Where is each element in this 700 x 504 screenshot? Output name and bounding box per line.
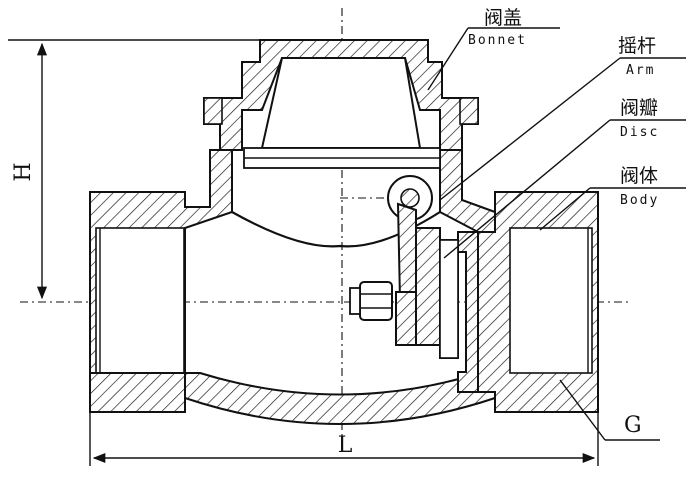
disc [349,227,459,359]
arm [340,175,433,301]
arm-label-cn: 摇杆 [618,35,656,57]
body-label-cn: 阀体 [620,165,658,187]
disc-label-en: Disc [620,125,659,140]
bonnet-label-cn: 阀盖 [484,7,522,29]
length-dimension: L [89,408,599,466]
height-label: H [11,162,36,181]
length-label: L [338,433,353,458]
bonnet [203,39,479,169]
leader-lines [427,27,686,441]
thread-label: G [624,413,642,438]
bonnet-label-en: Bonnet [468,33,527,48]
valve-body [89,149,599,425]
arm-label-en: Arm [626,63,655,78]
disc-label-cn: 阀瓣 [620,97,658,119]
body-label-en: Body [620,193,659,208]
